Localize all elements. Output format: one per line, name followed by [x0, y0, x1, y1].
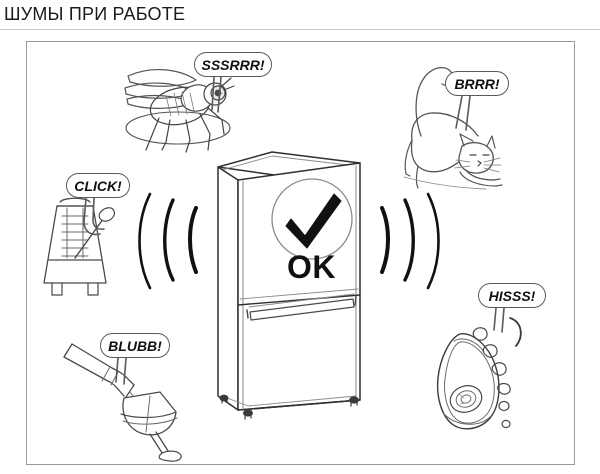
speech-bubble-cat: BRRR!: [445, 71, 509, 96]
speech-bubble-metronome: CLICK!: [66, 173, 130, 198]
title-divider: [0, 29, 600, 30]
speech-bubble-iron: HISSS!: [478, 283, 546, 308]
page-title: ШУМЫ ПРИ РАБОТЕ: [4, 4, 186, 24]
speech-bubble-fly: SSSRRR!: [194, 52, 272, 77]
speech-bubble-bottle: BLUBB!: [100, 333, 170, 358]
status-badge-label: OK: [287, 249, 336, 285]
